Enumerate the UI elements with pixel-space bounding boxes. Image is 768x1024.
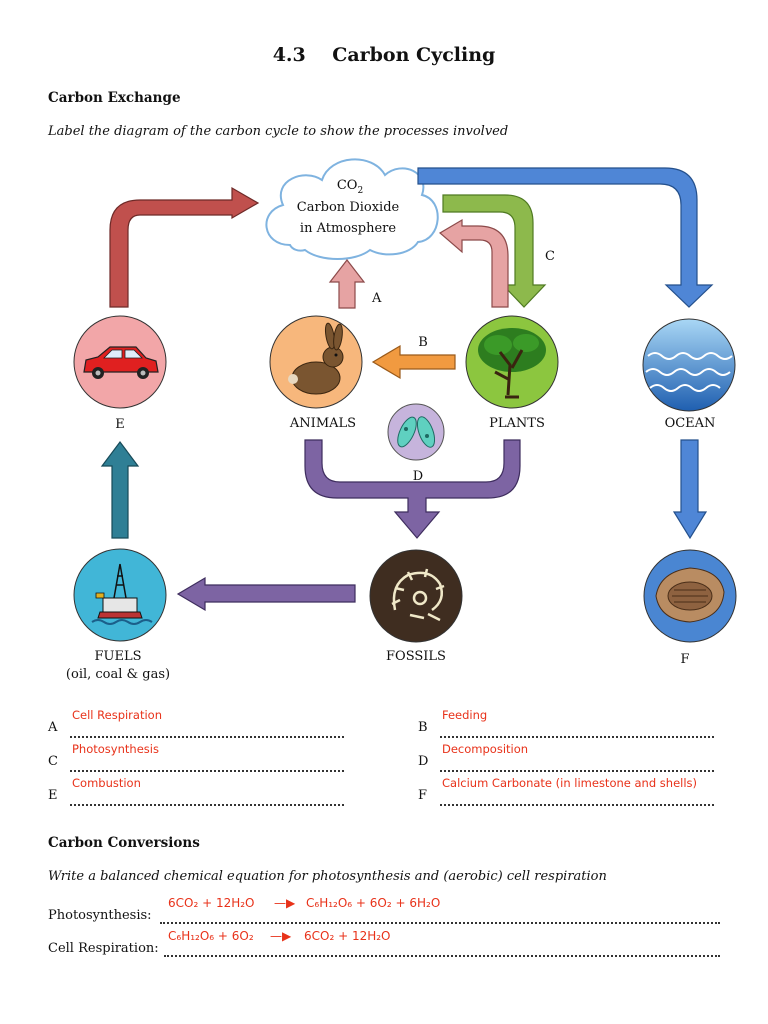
tree-icon: [478, 328, 546, 399]
section-heading-carbon-conversions: Carbon Conversions: [48, 835, 200, 851]
answer-row-c: C Photosynthesis: [48, 742, 348, 772]
answer-text-b: Feeding: [442, 708, 488, 722]
pink-arrow-a-animals-to-atmosphere: A: [328, 259, 382, 309]
label-fuels-subtitle: (oil, coal & gas): [66, 667, 170, 682]
cloud-co2-label: CO2: [337, 178, 363, 196]
label-ocean: OCEAN: [665, 416, 716, 431]
fossil-icon: [391, 568, 445, 622]
label-plants: PLANTS: [489, 416, 545, 431]
cloud-label-line2: Carbon Dioxide: [297, 200, 400, 215]
plants-circle: PLANTS: [465, 315, 559, 431]
answer-field-b[interactable]: [440, 722, 714, 738]
answer-row-a: A Cell Respiration: [48, 708, 348, 738]
car-icon: [83, 346, 159, 379]
car-circle: E: [73, 315, 167, 432]
label-c: C: [545, 249, 555, 264]
rabbit-icon: [288, 322, 344, 395]
equation-row-respiration: Cell Respiration: C₆H₁₂O₆ + 6O₂ —▶ 6CO₂ …: [48, 929, 720, 959]
answer-field-d[interactable]: [440, 756, 714, 772]
carbon-cycle-diagram: CO2 Carbon Dioxide in Atmosphere A B C: [66, 158, 737, 682]
answer-letter: A: [48, 720, 58, 735]
blue-arrow-ocean-to-f: [672, 439, 708, 540]
answer-field-a[interactable]: [70, 722, 344, 738]
answer-letter: D: [418, 754, 429, 769]
red-arrow-e-to-atmosphere: [109, 186, 260, 308]
oil-rig-icon: [91, 563, 153, 625]
answer-text-e: Combustion: [72, 776, 141, 790]
page-title: 4.3 Carbon Cycling: [272, 44, 496, 66]
answer-row-e: E Combustion: [48, 776, 348, 806]
respiration-products: 6CO₂ + 12H₂O: [304, 929, 391, 943]
label-a: A: [371, 291, 382, 306]
answer-row-b: B Feeding: [418, 708, 718, 738]
orange-arrow-b-plants-to-animals: B: [371, 335, 456, 380]
microbe-circle: D: [387, 403, 445, 484]
purple-arrow-fossils-to-fuels: [176, 576, 356, 612]
label-e: E: [115, 417, 125, 432]
respiration-reactants: C₆H₁₂O₆ + 6O₂: [168, 929, 254, 943]
instruction-label-diagram: Label the diagram of the carbon cycle to…: [48, 124, 509, 139]
atmosphere-cloud: CO2 Carbon Dioxide in Atmosphere: [265, 158, 439, 260]
label-animals: ANIMALS: [289, 416, 356, 431]
photosynthesis-label: Photosynthesis:: [48, 908, 152, 923]
answer-letter: E: [48, 788, 58, 803]
answer-row-f: F Calcium Carbonate (in limestone and sh…: [418, 776, 718, 806]
answer-row-d: D Decomposition: [418, 742, 718, 772]
equation-row-photosynthesis: Photosynthesis: 6CO₂ + 12H₂O —▶ C₆H₁₂O₆ …: [48, 896, 720, 926]
respiration-label: Cell Respiration:: [48, 941, 159, 956]
label-fossils: FOSSILS: [386, 649, 446, 664]
ocean-circle: OCEAN: [642, 318, 736, 431]
answer-text-a: Cell Respiration: [72, 708, 162, 722]
fuels-circle: FUELS (oil, coal & gas): [66, 548, 170, 682]
answer-letter: C: [48, 754, 58, 769]
label-b: B: [418, 335, 428, 350]
waves-icon: [645, 352, 733, 392]
answer-letter: B: [418, 720, 428, 735]
instruction-label-equations: Write a balanced chemical equation for p…: [48, 869, 607, 884]
label-f: F: [680, 652, 689, 667]
answer-field-c[interactable]: [70, 756, 344, 772]
pink-arrow-plants-to-atmosphere: [438, 218, 509, 308]
cloud-label-line3: in Atmosphere: [300, 221, 396, 236]
answer-field-f[interactable]: [440, 790, 714, 806]
label-fuels: FUELS: [94, 649, 141, 664]
answer-text-d: Decomposition: [442, 742, 529, 756]
fossils-circle: FOSSILS: [369, 549, 463, 664]
animals-circle: ANIMALS: [269, 315, 363, 431]
arrow-icon: —▶: [274, 896, 296, 910]
arrow-icon: —▶: [270, 929, 292, 943]
trilobite-icon: [655, 567, 725, 623]
teal-arrow-fuels-to-e: [100, 441, 140, 539]
purple-arrow-to-fossils: [304, 439, 521, 539]
photosynthesis-products: C₆H₁₂O₆ + 6O₂ + 6H₂O: [306, 896, 441, 910]
section-heading-carbon-exchange: Carbon Exchange: [48, 90, 181, 106]
photosynthesis-reactants: 6CO₂ + 12H₂O: [168, 896, 255, 910]
answer-field-e[interactable]: [70, 790, 344, 806]
trilobite-circle: F: [643, 549, 737, 667]
respiration-field[interactable]: [164, 941, 720, 957]
label-d: D: [413, 469, 423, 484]
green-arrow-atmosphere-to-plants: [442, 194, 547, 308]
answer-text-f: Calcium Carbonate (in limestone and shel…: [442, 776, 698, 790]
photosynthesis-field[interactable]: [160, 908, 720, 924]
microbe-icon: [397, 416, 436, 448]
blue-arrow-atmosphere-to-ocean: [417, 167, 714, 308]
answer-letter: F: [418, 788, 428, 803]
answer-text-c: Photosynthesis: [72, 742, 159, 756]
